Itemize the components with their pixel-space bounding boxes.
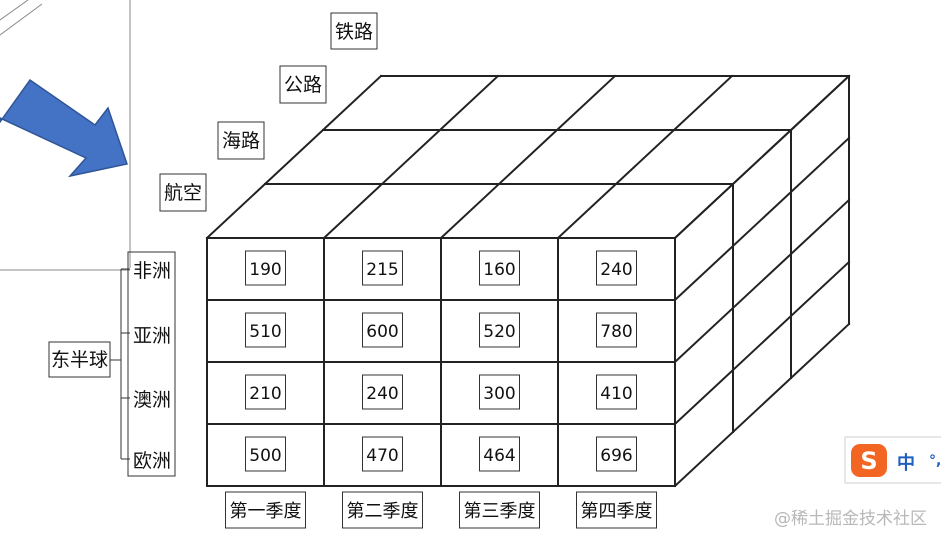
value-cell-box <box>245 374 286 410</box>
region-label-oceania: 澳洲 <box>133 389 171 411</box>
cube-grid-line <box>439 74 617 240</box>
value-cell-box <box>479 374 520 410</box>
value-cell: 240 <box>596 250 637 286</box>
cube-grid-line <box>556 74 734 240</box>
mode-label-text: 公路 <box>284 74 322 96</box>
quarter-label: 第二季度 <box>342 491 423 529</box>
mode-label-road: 公路 <box>279 65 327 104</box>
ime-punct-label[interactable]: °, <box>929 453 941 469</box>
mode-label-rail: 铁路 <box>330 12 378 50</box>
value-cell-box <box>596 374 637 410</box>
value-cell-text: 464 <box>483 446 515 466</box>
mode-label-text: 航空 <box>164 182 202 204</box>
value-cell: 520 <box>479 312 520 348</box>
value-cell-text: 210 <box>249 384 281 404</box>
value-cell-text: 520 <box>483 322 515 342</box>
region-group-label: 东半球 <box>48 341 111 378</box>
value-cell-box <box>245 250 286 286</box>
cube-grid-line <box>673 322 851 488</box>
quarter-label-text: 第四季度 <box>581 501 653 522</box>
value-cell-box <box>596 312 637 348</box>
quarter-label-box <box>342 491 423 529</box>
value-cell-text: 300 <box>483 384 515 404</box>
ime-logo-glyph: S <box>860 447 877 475</box>
value-cell-box <box>479 436 520 472</box>
value-cell-text: 410 <box>600 384 632 404</box>
cube-grid-line <box>673 198 851 364</box>
frame-diagonal-line <box>0 0 29 21</box>
mode-label-airline: 航空 <box>159 173 207 212</box>
value-cell-box <box>362 436 403 472</box>
value-cell: 240 <box>362 374 403 410</box>
value-cell-text: 190 <box>249 260 281 280</box>
value-cell: 210 <box>245 374 286 410</box>
region-bracket <box>110 268 130 460</box>
quarter-label: 第四季度 <box>576 491 657 529</box>
value-cell-box <box>479 312 520 348</box>
value-cell-text: 780 <box>600 322 632 342</box>
cube-grid-line <box>322 74 500 240</box>
frame-diagonal-line <box>0 3 43 36</box>
value-cell: 470 <box>362 436 403 472</box>
cube-grid-line <box>673 74 851 240</box>
watermark-text: @稀土掘金技术社区 <box>774 509 927 529</box>
value-cells: 190 215 160 240 510 600 520 780 210 240 300 410 500 4… <box>245 250 637 472</box>
cube-grid-line <box>205 74 383 240</box>
cube-grid <box>205 74 851 488</box>
mode-label-sea: 海路 <box>217 121 265 160</box>
cube-grid-line <box>673 260 851 426</box>
quarter-label: 第一季度 <box>225 491 306 529</box>
quarter-label-box <box>459 491 540 529</box>
value-cell: 160 <box>479 250 520 286</box>
region-label-europe: 欧洲 <box>133 450 171 472</box>
value-cell-box <box>245 436 286 472</box>
value-cell: 190 <box>245 250 286 286</box>
value-cell-box <box>596 436 637 472</box>
value-cell: 464 <box>479 436 520 472</box>
value-cell-text: 240 <box>600 260 632 280</box>
value-cell-box <box>479 250 520 286</box>
ime-logo-icon[interactable] <box>851 444 887 477</box>
value-cell-box <box>362 250 403 286</box>
value-cell: 600 <box>362 312 403 348</box>
quarter-label-text: 第一季度 <box>230 501 302 522</box>
value-cell-box <box>596 250 637 286</box>
value-cell: 300 <box>479 374 520 410</box>
region-label-africa: 非洲 <box>133 260 171 282</box>
blue-arrow-icon <box>0 78 128 178</box>
value-cell-text: 500 <box>249 446 281 466</box>
quarter-label-text: 第二季度 <box>347 501 419 522</box>
quarter-label-box <box>576 491 657 529</box>
value-cell: 510 <box>245 312 286 348</box>
value-cell-text: 600 <box>366 322 398 342</box>
value-cell-text: 470 <box>366 446 398 466</box>
mode-label-text: 铁路 <box>335 21 373 43</box>
value-cell-text: 510 <box>249 322 281 342</box>
value-cell: 696 <box>596 436 637 472</box>
quarter-label-text: 第三季度 <box>464 501 536 522</box>
ime-toolbar[interactable]: S 中 °, <box>844 436 941 484</box>
ime-mode-label[interactable]: 中 <box>897 452 915 474</box>
quarter-label-box <box>225 491 306 529</box>
value-cell: 410 <box>596 374 637 410</box>
value-cell: 500 <box>245 436 286 472</box>
region-list-box <box>127 251 176 477</box>
value-cell-box <box>362 312 403 348</box>
mode-label-text: 海路 <box>222 130 260 152</box>
value-cell-text: 215 <box>366 260 398 280</box>
value-cell-box <box>362 374 403 410</box>
cube-grid-line <box>673 136 851 302</box>
value-cell: 780 <box>596 312 637 348</box>
region-group-text: 东半球 <box>51 349 108 371</box>
value-cell-text: 696 <box>600 446 632 466</box>
value-cell-text: 240 <box>366 384 398 404</box>
value-cell-box <box>245 312 286 348</box>
quarter-label: 第三季度 <box>459 491 540 529</box>
value-cell-text: 160 <box>483 260 515 280</box>
quarter-labels: 第一季度 第二季度 第三季度 第四季度 <box>225 491 657 529</box>
value-cell: 215 <box>362 250 403 286</box>
region-label-asia: 亚洲 <box>133 325 171 347</box>
